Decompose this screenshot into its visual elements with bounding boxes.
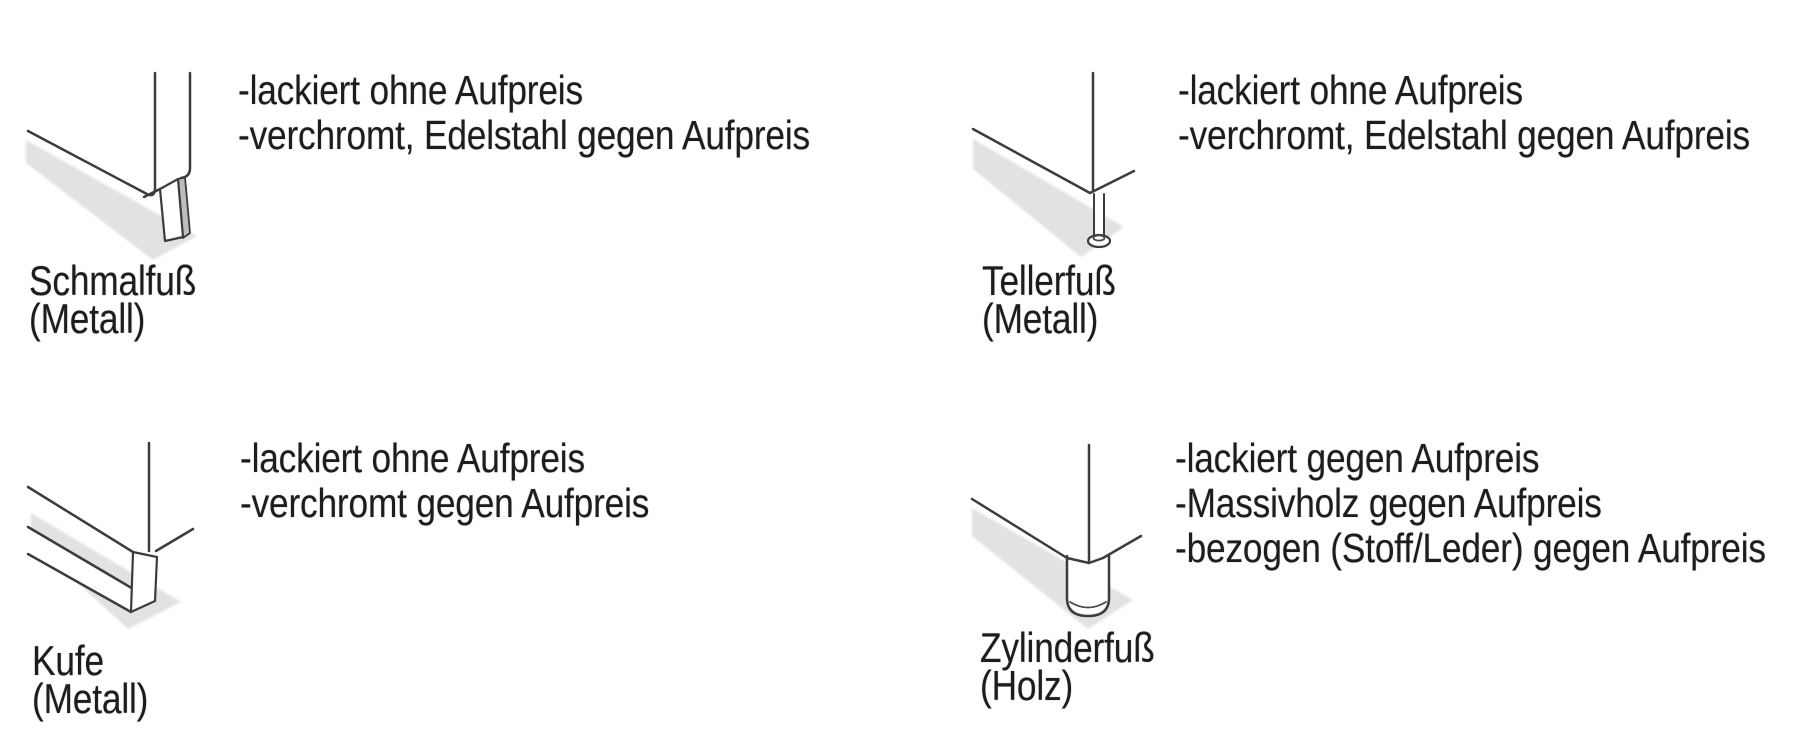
panel-bottom-edge bbox=[26, 485, 135, 554]
cylinder-base-rim bbox=[1069, 601, 1107, 609]
narrow-foot-face bbox=[158, 177, 185, 243]
leg-socket bbox=[1092, 234, 1106, 242]
floor-shadow bbox=[31, 513, 181, 629]
option-line: -lackiert ohne Aufpreis bbox=[240, 435, 585, 481]
zylinderfuss-cylinder-foot-drawing bbox=[970, 443, 1143, 629]
option-line: -lackiert ohne Aufpreis bbox=[238, 67, 583, 113]
cylinder-outline bbox=[1065, 554, 1111, 618]
foot-material: (Metall) bbox=[29, 295, 146, 342]
option-line: -bezogen (Stoff/Leder) gegen Aufpreis bbox=[1175, 525, 1766, 571]
option-line: -verchromt gegen Aufpreis bbox=[240, 480, 650, 526]
foot-name: Tellerfuß bbox=[982, 257, 1116, 304]
foot-name: Schmalfuß bbox=[29, 257, 197, 304]
option-line: -verchromt, Edelstahl gegen Aufpreis bbox=[238, 112, 810, 158]
rail-end-cap bbox=[129, 550, 159, 614]
floor-shadow bbox=[973, 139, 1124, 257]
schmalfuss-corner-foot-drawing bbox=[26, 71, 197, 260]
rail-top-edge bbox=[26, 525, 137, 592]
leg-fill bbox=[1093, 193, 1105, 238]
kufe-runner-foot-drawing bbox=[26, 441, 195, 629]
option-line: -lackiert gegen Aufpreis bbox=[1175, 435, 1540, 481]
foot-material: (Metall) bbox=[32, 675, 149, 722]
option-line: -lackiert ohne Aufpreis bbox=[1178, 67, 1523, 113]
panel-right-edge bbox=[154, 527, 195, 553]
foot-material: (Metall) bbox=[982, 295, 1099, 342]
floor-shadow bbox=[26, 140, 197, 260]
thin-leg-edges bbox=[1093, 193, 1105, 237]
foot-name: Kufe bbox=[32, 637, 104, 684]
panel-bottom-edges bbox=[971, 127, 1136, 195]
tellerfuss-disc-foot-drawing bbox=[971, 71, 1136, 257]
foot-name: Zylinderfuß bbox=[980, 624, 1155, 671]
panel-rear-edge bbox=[179, 71, 192, 180]
cylinder-fill bbox=[1067, 557, 1109, 617]
rail-bottom-edge bbox=[26, 552, 133, 614]
foot-material: (Holz) bbox=[980, 662, 1074, 709]
runner-rail-fill bbox=[28, 527, 135, 612]
option-line: -verchromt, Edelstahl gegen Aufpreis bbox=[1178, 112, 1750, 158]
option-line: -Massivholz gegen Aufpreis bbox=[1175, 480, 1602, 526]
panel-front-edge bbox=[26, 71, 157, 197]
panel-bottom-edge bbox=[142, 187, 162, 199]
